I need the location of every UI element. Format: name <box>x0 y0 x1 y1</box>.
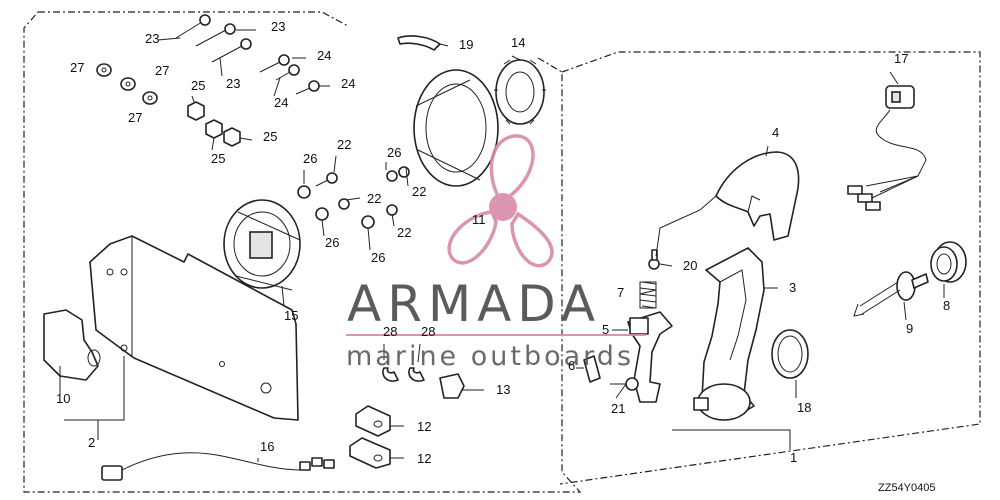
callout-p12b: 12 <box>417 451 431 466</box>
part-8-cap <box>930 241 967 283</box>
part-6-block <box>583 355 601 383</box>
callout-p27c: 27 <box>128 110 142 125</box>
callout-p26b: 26 <box>387 145 401 160</box>
part-16-cable <box>101 452 335 481</box>
callout-p27a: 27 <box>70 60 84 75</box>
callout-p26d: 26 <box>371 250 385 265</box>
callout-p20: 20 <box>683 258 697 273</box>
callout-p2: 2 <box>88 435 95 450</box>
part-15-flange <box>223 199 301 291</box>
part-27-washers <box>96 63 158 105</box>
callout-p26c: 26 <box>325 235 339 250</box>
callout-p22c: 22 <box>412 184 426 199</box>
callout-p19: 19 <box>459 37 473 52</box>
callout-p6: 6 <box>568 358 575 373</box>
callout-p23a: 23 <box>145 31 159 46</box>
watermark-name: ARMADA <box>347 275 601 333</box>
part-18-ring <box>771 329 809 379</box>
callout-p1: 1 <box>790 450 797 465</box>
part-3-hub <box>693 397 709 411</box>
callout-p23b: 23 <box>271 19 285 34</box>
callout-p27b: 27 <box>155 63 169 78</box>
watermark-tagline: marine outboards <box>346 341 634 372</box>
part-14-gear <box>494 59 546 125</box>
callout-p10: 10 <box>56 391 70 406</box>
callout-p15: 15 <box>284 308 298 323</box>
callout-p18: 18 <box>797 400 811 415</box>
callout-p24c: 24 <box>341 76 355 91</box>
callout-p22b: 22 <box>367 191 381 206</box>
part-9-pin <box>853 271 929 317</box>
drawing-code: ZZ54Y0405 <box>878 482 935 494</box>
part-23-bolts <box>175 14 252 63</box>
part-11-drum <box>413 69 499 187</box>
assembly-outline <box>23 11 981 493</box>
part-12-brackets <box>349 405 391 469</box>
part-22-26-fasteners <box>297 166 410 229</box>
callout-p3: 3 <box>789 280 796 295</box>
propeller-logo-icon <box>447 134 554 268</box>
part-19-strip <box>397 35 441 51</box>
part-24-screws <box>259 54 320 95</box>
leader-lines <box>59 29 945 462</box>
callout-p25c: 25 <box>263 129 277 144</box>
part-21-screw <box>625 377 639 391</box>
part-2-housing <box>89 235 299 421</box>
callout-p25b: 25 <box>211 151 225 166</box>
callout-p23c: 23 <box>226 76 240 91</box>
part-25-nuts <box>187 101 241 147</box>
part-7-spring <box>639 281 657 309</box>
callout-p13: 13 <box>496 382 510 397</box>
callout-p26a: 26 <box>303 151 317 166</box>
callout-p25a: 25 <box>191 78 205 93</box>
callout-p17: 17 <box>894 51 908 66</box>
callout-p14: 14 <box>511 35 525 50</box>
callout-p24b: 24 <box>274 95 288 110</box>
callout-p28b: 28 <box>421 324 435 339</box>
callout-p24a: 24 <box>317 48 331 63</box>
part-28-clips <box>382 367 425 382</box>
callout-p12a: 12 <box>417 419 431 434</box>
callout-p16: 16 <box>260 439 274 454</box>
callout-p8: 8 <box>943 298 950 313</box>
callout-p21: 21 <box>611 401 625 416</box>
part-17-harness <box>847 85 927 211</box>
callout-p7: 7 <box>617 285 624 300</box>
callout-p11: 11 <box>472 212 486 227</box>
callout-p28a: 28 <box>383 324 397 339</box>
part-13-clip <box>439 373 465 399</box>
callout-p9: 9 <box>906 321 913 336</box>
part-5-head <box>629 317 649 335</box>
callout-p22a: 22 <box>337 137 351 152</box>
callout-p4: 4 <box>772 125 779 140</box>
callout-p5: 5 <box>602 322 609 337</box>
watermark-logo: ARMADA marine outboards <box>346 134 646 372</box>
part-4-cover <box>715 151 800 241</box>
part-10-plate <box>43 309 99 381</box>
callout-p22d: 22 <box>397 225 411 240</box>
